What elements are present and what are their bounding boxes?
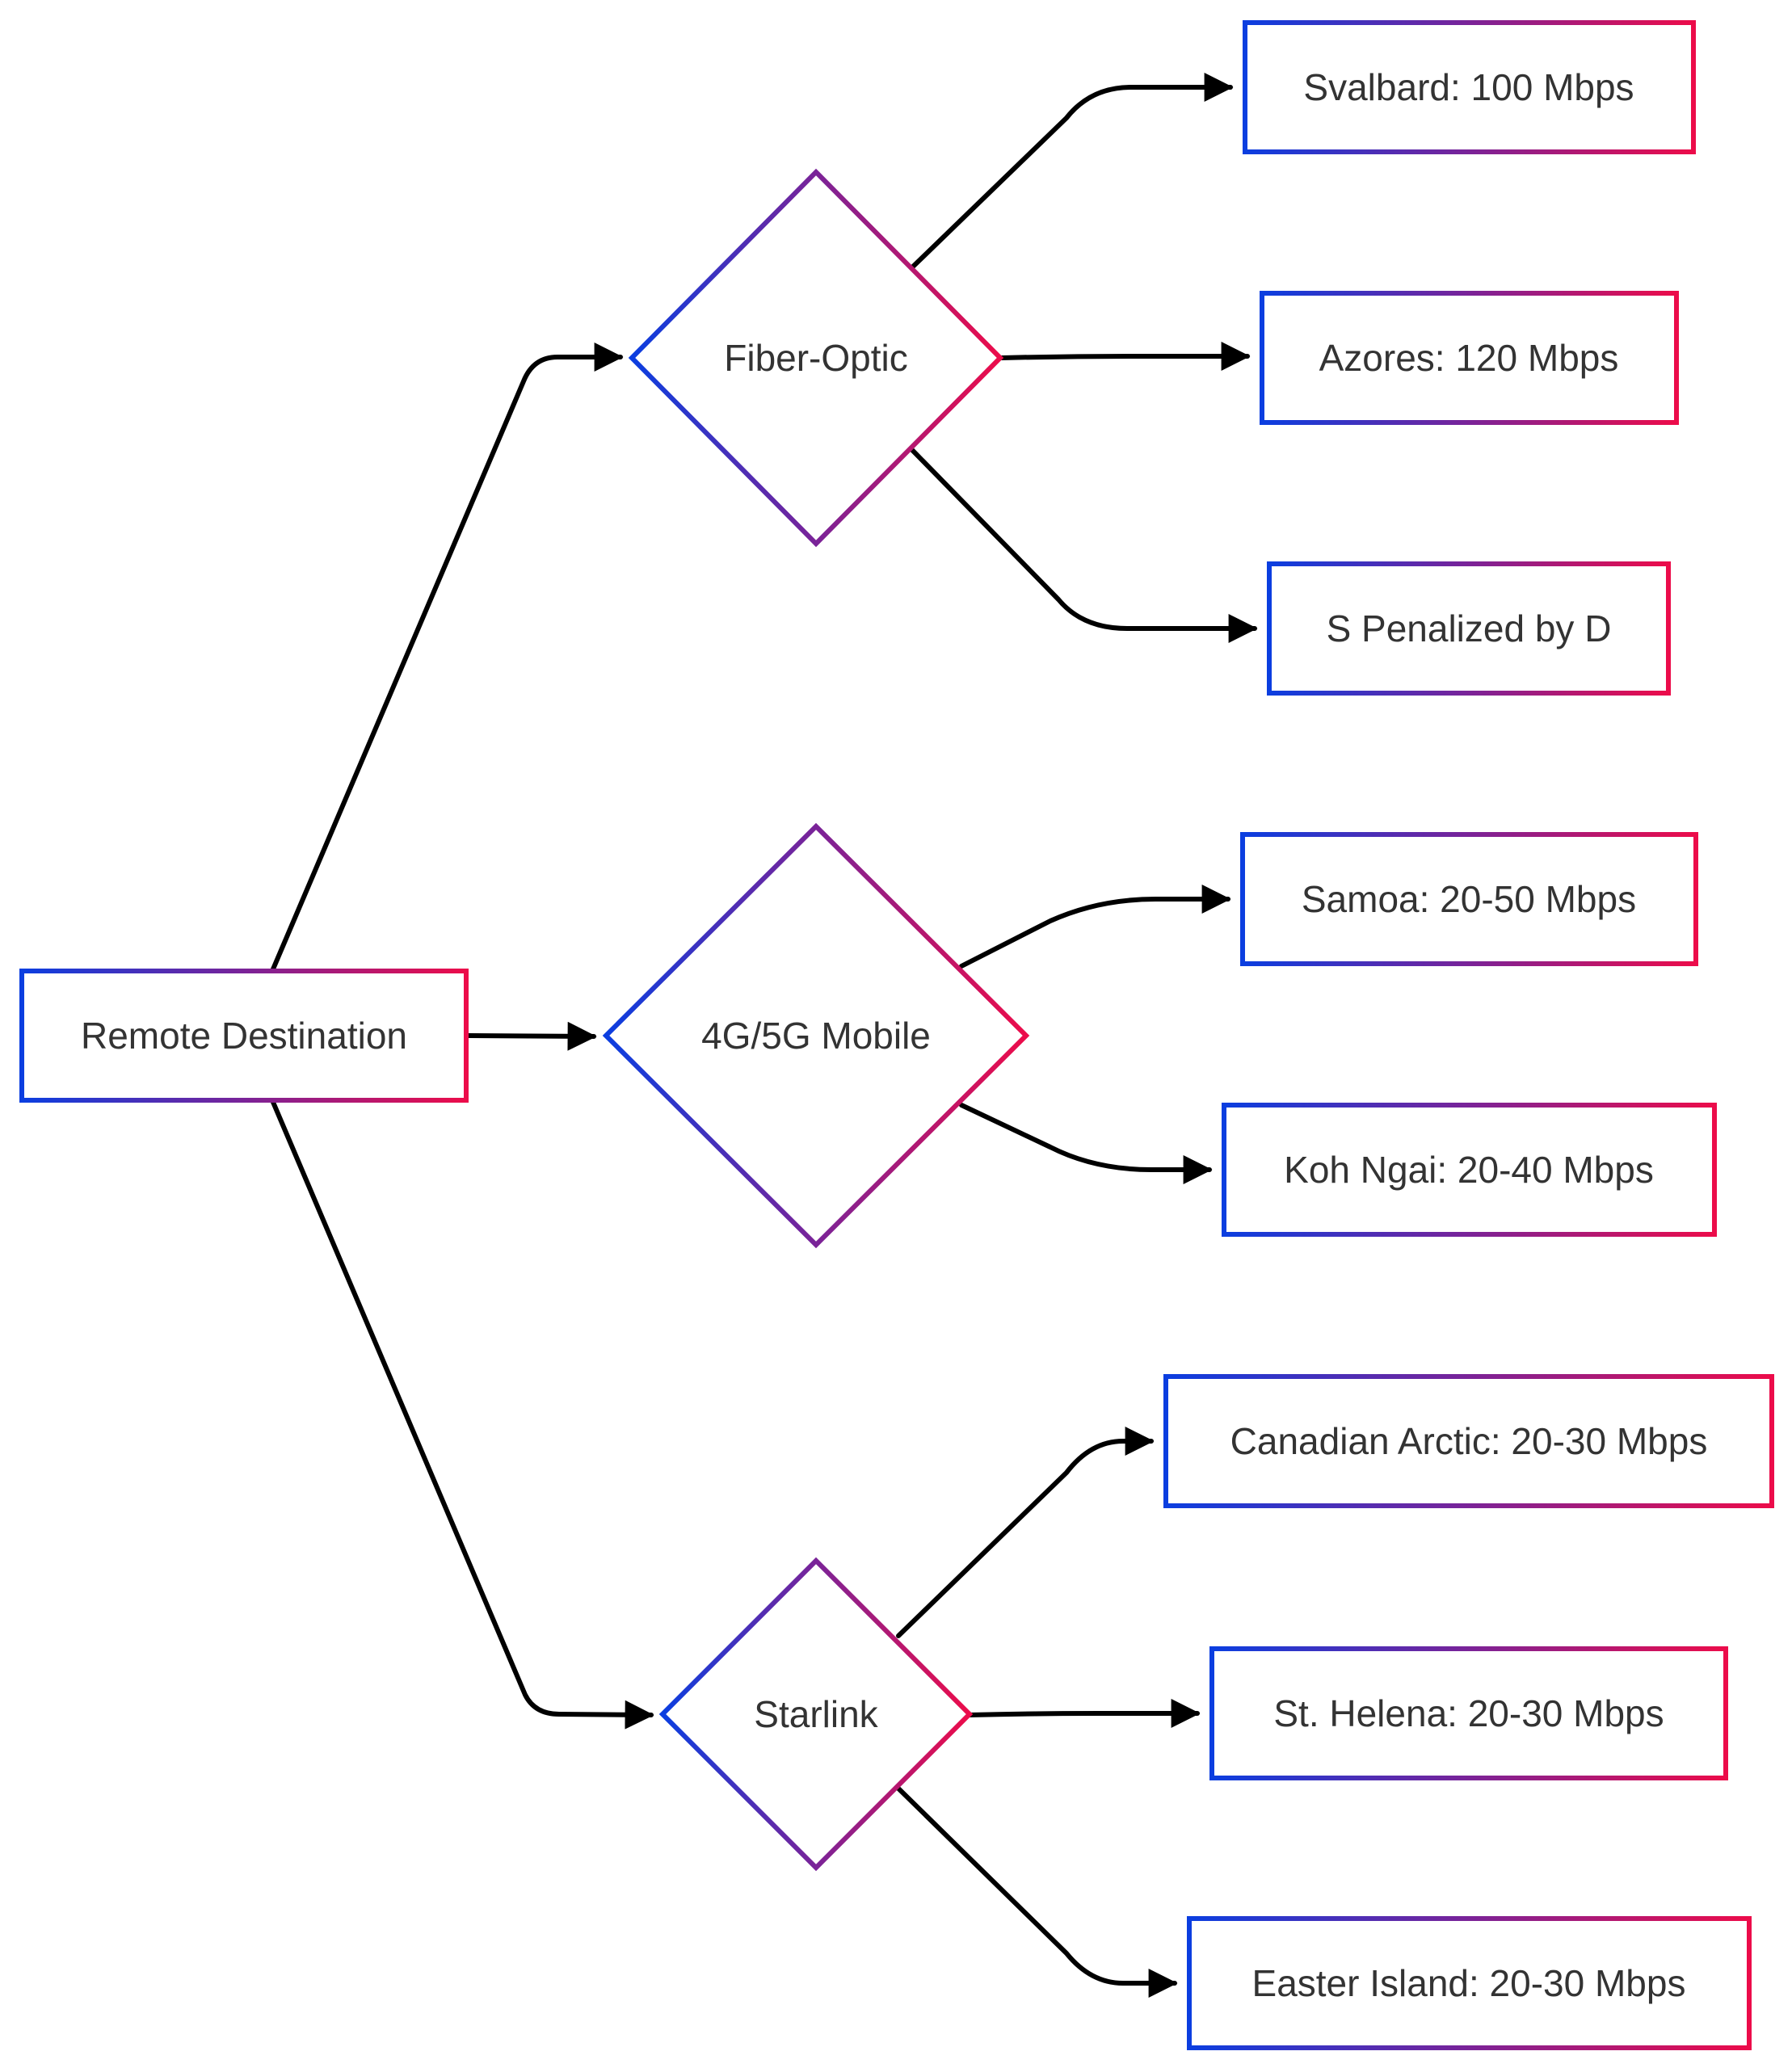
- node-fiber-optic: Fiber-Optic: [628, 168, 1004, 548]
- node-samoa-label: Samoa: 20-50 Mbps: [1302, 878, 1636, 920]
- node-starlink: Starlink: [658, 1557, 974, 1872]
- node-samoa: Samoa: 20-50 Mbps: [1240, 832, 1698, 966]
- node-s-penalized-label: S Penalized by D: [1327, 607, 1612, 649]
- node-svalbard-box: [1243, 20, 1696, 154]
- node-easter-island-label: Easter Island: 20-30 Mbps: [1252, 1962, 1686, 2004]
- node-canadian-arctic-box: [1163, 1374, 1774, 1508]
- node-st-helena-box: [1209, 1646, 1728, 1780]
- node-koh-ngai: Koh Ngai: 20-40 Mbps: [1222, 1103, 1717, 1237]
- node-4g5g-mobile: 4G/5G Mobile: [602, 822, 1030, 1249]
- edge-starlink-to-easter: [894, 1784, 1178, 1998]
- edge-fiber-to-azores: [999, 342, 1251, 371]
- node-koh-ngai-label: Koh Ngai: 20-40 Mbps: [1284, 1149, 1654, 1191]
- node-azores-box: [1260, 291, 1679, 425]
- node-samoa-box: [1240, 832, 1698, 966]
- edge-mobile-to-kohngai: [959, 1103, 1213, 1184]
- edge-fiber-to-spenal: [908, 446, 1258, 643]
- node-4g5g-mobile-diamond: [602, 822, 1030, 1249]
- edge-remote-to-fiber: [270, 343, 624, 973]
- node-starlink-label: Starlink: [754, 1693, 878, 1735]
- edge-starlink-to-sthelena: [967, 1699, 1201, 1728]
- node-st-helena: St. Helena: 20-30 Mbps: [1209, 1646, 1728, 1780]
- node-s-penalized-box: [1267, 561, 1671, 696]
- node-fiber-optic-label: Fiber-Optic: [724, 337, 907, 379]
- edges: [270, 73, 1258, 1998]
- node-starlink-diamond: [658, 1557, 974, 1872]
- edge-remote-to-starlink: [270, 1098, 654, 1730]
- node-remote-destination-box: [19, 969, 469, 1103]
- node-remote-destination: Remote Destination: [19, 969, 469, 1103]
- edge-mobile-to-samoa: [959, 885, 1231, 969]
- node-s-penalized: S Penalized by D: [1267, 561, 1671, 696]
- node-4g5g-mobile-label: 4G/5G Mobile: [701, 1015, 931, 1057]
- node-koh-ngai-box: [1222, 1103, 1717, 1237]
- node-canadian-arctic-label: Canadian Arctic: 20-30 Mbps: [1230, 1420, 1708, 1462]
- node-remote-destination-label: Remote Destination: [81, 1015, 407, 1057]
- edge-starlink-to-canarctic: [896, 1427, 1155, 1638]
- node-st-helena-label: St. Helena: 20-30 Mbps: [1273, 1692, 1664, 1734]
- node-svalbard: Svalbard: 100 Mbps: [1243, 20, 1696, 154]
- node-svalbard-label: Svalbard: 100 Mbps: [1303, 66, 1634, 108]
- node-fiber-optic-diamond: [628, 168, 1004, 548]
- node-canadian-arctic: Canadian Arctic: 20-30 Mbps: [1163, 1374, 1774, 1508]
- node-easter-island: Easter Island: 20-30 Mbps: [1187, 1916, 1752, 2050]
- edge-fiber-to-svalbard: [911, 73, 1234, 269]
- node-azores: Azores: 120 Mbps: [1260, 291, 1679, 425]
- node-azores-label: Azores: 120 Mbps: [1319, 337, 1619, 379]
- node-easter-island-box: [1187, 1916, 1752, 2050]
